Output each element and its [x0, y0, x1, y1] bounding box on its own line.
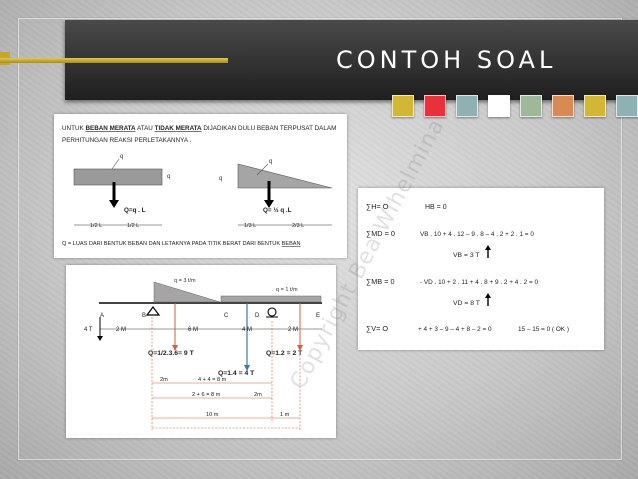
eq-vd: VD = 8 T: [453, 300, 480, 307]
resultant-2t-arrowhead: [297, 345, 303, 351]
eq-v-check: 15 – 15 = 0 ( OK ): [518, 326, 569, 333]
third-right-label: 2/3 L: [292, 223, 304, 229]
eq-md-expr: VB . 10 + 4 . 12 – 9 . 8 – 4 . 2 + 2 . 1…: [420, 231, 534, 238]
resultant-4t-arrowhead: [244, 365, 250, 371]
half-left-label: 1/2 L: [90, 223, 102, 229]
resultant-arrowhead-uniform: [109, 200, 119, 208]
d1-label: 2m: [160, 377, 168, 383]
beam-uniform-load: [220, 295, 322, 303]
accent-square: [392, 95, 414, 117]
third-left-label: 1/3 L: [244, 223, 256, 229]
accent-square: [488, 95, 510, 117]
formula-triangle: Q= ½ q .L: [263, 206, 292, 214]
q-pointer-right: [256, 163, 269, 176]
beam-triangular-load: [153, 281, 221, 303]
force-a-arrowhead: [97, 336, 103, 341]
accent-square: [616, 95, 638, 117]
force-left-label: 4 T: [84, 327, 93, 333]
q3-label: Q=1.4 = 4 T: [218, 370, 255, 377]
support-d-roller: [267, 307, 277, 317]
eq-sum-h: ∑H= O: [366, 202, 389, 211]
d5-label: 10 m: [206, 412, 219, 418]
q-label-left: q: [120, 154, 123, 160]
intro-line-1: UNTUK BEBAN MERATA ATAU TIDAK MERATA DIJ…: [62, 125, 336, 132]
load-conversion-panel: UNTUK BEBAN MERATA ATAU TIDAK MERATA DIJ…: [54, 114, 347, 258]
slide-frame: [18, 18, 622, 460]
d3-label: 2 + 6 = 8 m: [192, 392, 221, 398]
node-d: D: [255, 313, 260, 319]
accent-square: [584, 95, 606, 117]
eq-hb: HB = 0: [425, 204, 447, 211]
d4-label: 2m: [254, 392, 262, 398]
node-b: B: [142, 313, 146, 319]
lever-arm-lines: [151, 317, 301, 430]
q1-label: Q=1/2.3.6= 9 T: [148, 350, 195, 357]
accent-square: [456, 95, 478, 117]
triangular-load: [237, 163, 333, 189]
q2-label: Q=1.2 = 2 T: [266, 350, 303, 357]
node-e: E: [316, 313, 320, 319]
equilibrium-panel: ∑H= O HB = 0 ∑MD = 0 VB . 10 + 4 . 12 – …: [358, 188, 604, 350]
resultant-9t-arrowhead: [172, 345, 178, 351]
q-label-right: q: [269, 159, 272, 165]
accent-square: [520, 95, 542, 117]
eq-vb: VB = 3 T: [453, 252, 480, 259]
resultant-arrowhead-triangle: [264, 200, 274, 208]
eq-v-expr: + 4 + 3 – 9 – 4 + 8 – 2 = 0: [418, 326, 492, 333]
vd-up-arrowhead: [485, 293, 491, 298]
accent-square: [552, 95, 574, 117]
formula-uniform: Q=q . L: [124, 207, 146, 214]
half-right-label: 1/2 L: [127, 223, 139, 229]
uniform-load-block: [73, 168, 163, 186]
q-label-right-side: q: [219, 176, 222, 182]
d6-label: 1 m: [280, 412, 290, 418]
accent-square: [424, 95, 446, 117]
slide-title: CONTOH SOAL: [336, 46, 557, 74]
load-tri-label: q = 3 t/m: [174, 278, 196, 284]
beam-diagram-panel: q = 3 t/m q = 1 t/m A B C D E 4 T 2 M 6 …: [66, 265, 336, 438]
intro-line-2: PERHITUNGAN REAKSI PERLETAKANNYA .: [62, 137, 191, 144]
vb-up-arrowhead: [485, 245, 491, 250]
eq-mb-expr: - VD . 10 + 2 . 11 + 4 . 8 + 9 . 2 + 4 .…: [420, 279, 538, 286]
title-accent-line: [0, 58, 228, 63]
panel-footer: Q = LUAS DARI BENTUK BEBAN DAN LETAKNYA …: [62, 241, 301, 247]
eq-sum-md: ∑MD = 0: [366, 229, 395, 238]
q-pointer-left: [111, 158, 120, 170]
dim-6m: 6 M: [188, 327, 198, 333]
d2-label: 4 + 4 = 8 m: [198, 377, 227, 383]
dim-2m-a: 2 M: [116, 327, 126, 333]
dim-2m-b: 2 M: [288, 327, 298, 333]
q-label-mid: q: [167, 174, 170, 180]
node-a: A: [100, 313, 104, 319]
support-b: [145, 306, 161, 316]
load-uni-label: q = 1 t/m: [276, 287, 298, 293]
node-c: C: [224, 313, 229, 319]
eq-sum-v: ∑V= O: [366, 324, 388, 333]
eq-sum-mb: ∑MB = 0: [366, 277, 395, 286]
